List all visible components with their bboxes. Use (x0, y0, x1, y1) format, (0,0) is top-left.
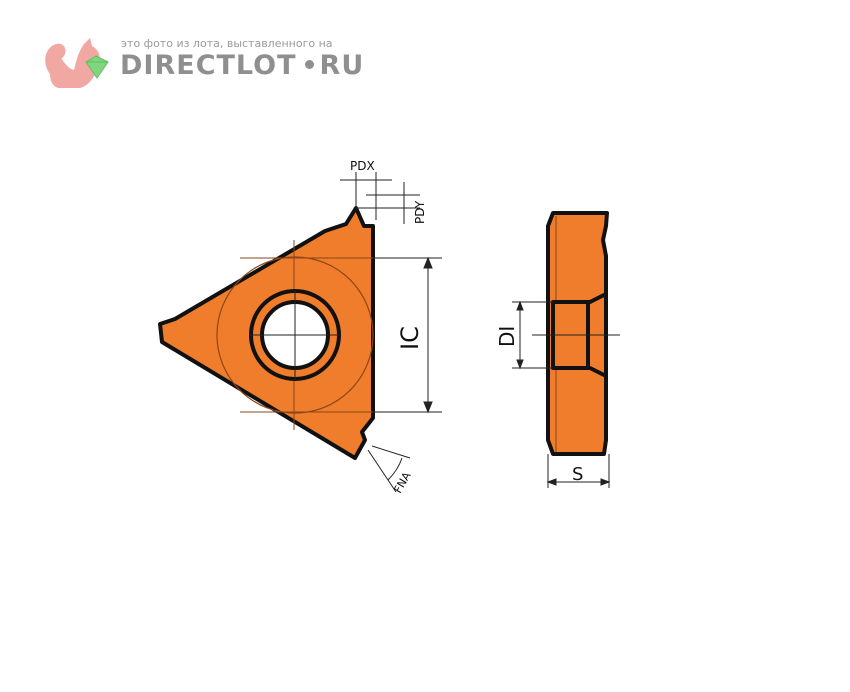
fna-angle (367, 445, 411, 493)
ic-dimension (373, 256, 442, 414)
insert-side-view (532, 211, 620, 456)
insert-seat-circle (216, 256, 374, 414)
pdx-pdy-dimensions (340, 172, 420, 224)
watermark-brand-left: DIRECTLOT (120, 50, 297, 81)
watermark-brand-right: RU (319, 50, 365, 81)
label-ic: IC (396, 326, 424, 350)
squirrel-gem-icon (45, 38, 109, 88)
label-di: DI (495, 326, 519, 347)
watermark-caption: это фото из лота, выставленного на (121, 37, 333, 50)
watermark (40, 34, 350, 96)
triangle-insert-top-view (158, 206, 375, 460)
di-dimension (512, 300, 553, 370)
label-s: S (572, 464, 583, 485)
label-fna: FNA (391, 469, 414, 495)
s-dimension (546, 454, 611, 488)
label-pdy: PDY (413, 200, 427, 224)
watermark-brand: DIRECTLOT RU (120, 50, 364, 81)
label-pdx: PDX (350, 159, 375, 173)
watermark-dot (304, 59, 314, 69)
